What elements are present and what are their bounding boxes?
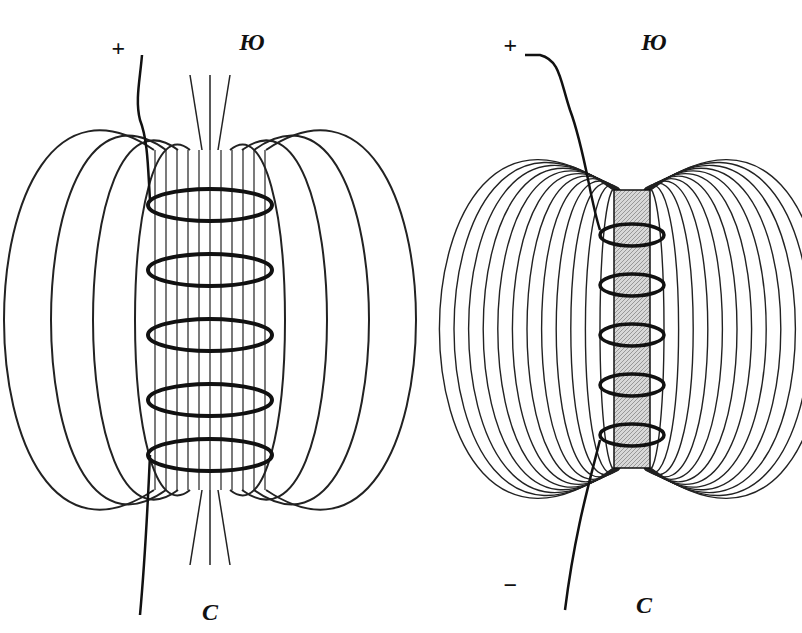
pole-letter: Ю	[638, 29, 669, 55]
polarity-sign: −	[500, 572, 521, 598]
field-line	[165, 150, 166, 490]
field-line	[218, 75, 230, 150]
field-line	[651, 160, 802, 499]
pole-letter: Ю	[236, 29, 267, 55]
coil-turn	[148, 384, 272, 416]
coil-turn	[600, 224, 664, 246]
field-line	[190, 490, 202, 565]
wire-lead	[138, 55, 150, 200]
coil-turn	[148, 254, 272, 286]
pole-letter: С	[199, 599, 221, 625]
wire-lead	[565, 440, 600, 610]
field-line	[218, 490, 230, 565]
field-line	[648, 171, 766, 487]
coil-turn	[600, 374, 664, 396]
pole-letter: С	[633, 592, 655, 618]
field-line	[254, 136, 369, 505]
field-line	[650, 163, 802, 496]
field-line	[253, 150, 254, 490]
field-line	[649, 165, 795, 492]
field-line	[498, 171, 616, 487]
coil-turn	[600, 274, 664, 296]
polarity-sign: +	[500, 32, 520, 58]
coil-turn	[600, 324, 664, 346]
field-line	[4, 130, 154, 509]
field-line	[264, 150, 265, 490]
field-line	[209, 490, 211, 565]
field-line	[154, 150, 155, 490]
field-line	[190, 75, 202, 150]
field-line	[439, 160, 613, 499]
wire-lead	[140, 455, 150, 615]
field-line	[469, 165, 615, 492]
polarity-sign: +	[108, 35, 128, 61]
coil-turn	[148, 189, 272, 221]
coil-turn	[148, 319, 272, 351]
coil-turn	[148, 439, 272, 471]
coil-turn	[600, 424, 664, 446]
field-line	[209, 75, 211, 150]
field-line	[266, 130, 416, 509]
wire-lead	[525, 55, 600, 230]
field-line	[454, 163, 614, 496]
field-line	[649, 168, 781, 490]
